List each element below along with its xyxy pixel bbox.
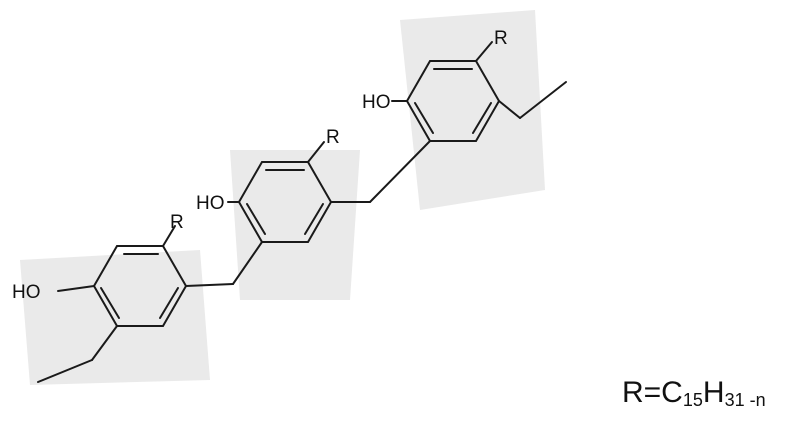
shade-region-bottom	[20, 250, 210, 385]
benzene-ring-left	[37, 225, 234, 383]
ring-middle-double-3	[246, 203, 266, 235]
ring-right-double-2	[472, 102, 492, 134]
hydroxyl-label-left: HO	[12, 282, 41, 303]
shade-region-top	[400, 10, 545, 210]
bond-ethyl-left-2	[37, 359, 93, 383]
bond-r-left	[162, 225, 176, 247]
bond-ethyl-right-2	[519, 81, 567, 119]
hydroxyl-label-middle: HO	[196, 193, 225, 214]
ring-right-double-3	[414, 102, 434, 134]
shade-region-middle	[230, 150, 360, 300]
bond-r-middle	[307, 141, 325, 163]
formula-hydrogen-count: 31 -n	[724, 390, 766, 410]
substituent-label-right: R	[494, 28, 508, 49]
benzene-ring-right	[369, 41, 567, 203]
substituent-label-middle: R	[326, 127, 340, 148]
substituent-label-left: R	[170, 212, 184, 233]
bond-bridge-right-2	[369, 140, 431, 203]
ring-left-double-3	[100, 287, 120, 319]
hydroxyl-label-right: HO	[362, 92, 391, 113]
ring-middle-double-2	[304, 203, 324, 235]
bond-bridge-left-2	[232, 241, 263, 285]
bond-oh-left	[57, 285, 95, 292]
formula-hydrogen: H	[702, 376, 725, 409]
ring-left-double-2	[159, 287, 179, 319]
background-shading	[20, 10, 545, 385]
bond-ethyl-right-1	[498, 100, 521, 119]
formula-prefix: R=C	[622, 376, 683, 409]
substituent-formula: R=C15H31 -n	[622, 376, 766, 410]
bond-ethyl-left-1	[91, 325, 118, 361]
benzene-ring-middle	[227, 141, 371, 285]
formula-carbon-count: 15	[682, 390, 703, 410]
bond-bridge-left-1	[185, 283, 234, 287]
bond-r-right	[475, 41, 493, 62]
